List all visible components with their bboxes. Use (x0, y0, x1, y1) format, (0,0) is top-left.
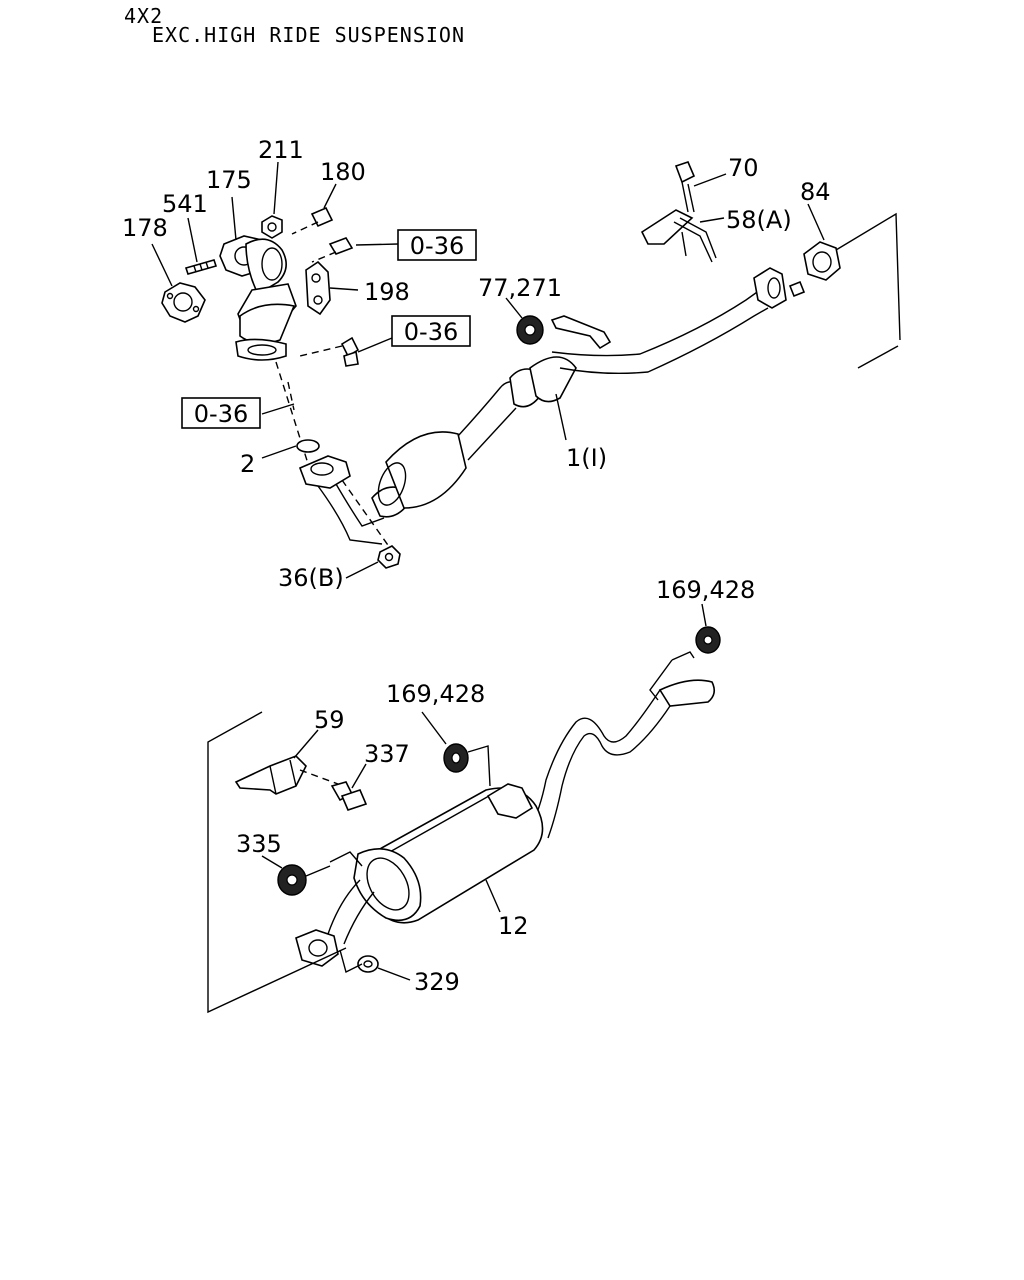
callout-70: 70 (728, 154, 759, 182)
rubber-mount-77-271[interactable] (516, 315, 544, 345)
reference-box-0-36-a-label: 0-36 (410, 232, 464, 260)
ring-gasket-2[interactable] (296, 439, 320, 453)
callout-337: 337 (364, 740, 410, 768)
reference-box-0-36-c[interactable]: 0-36 (181, 397, 261, 429)
callout-175: 175 (206, 166, 252, 194)
gasket-178[interactable] (161, 282, 206, 323)
reference-box-0-36-a[interactable]: 0-36 (397, 229, 477, 261)
callout-541: 541 (162, 190, 208, 218)
nut-211[interactable] (261, 215, 283, 239)
front-catalytic-converter[interactable] (219, 235, 297, 361)
tail-pipe[interactable] (529, 651, 716, 839)
reference-box-0-36-c-label: 0-36 (194, 400, 248, 428)
rubber-mount-335[interactable] (277, 864, 331, 896)
nut-36b[interactable] (377, 545, 401, 569)
callout-180: 180 (320, 158, 366, 186)
front-exhaust-pipe-1[interactable] (298, 267, 806, 545)
callout-198: 198 (364, 278, 410, 306)
callout-2: 2 (240, 450, 255, 478)
bolt-180[interactable] (291, 206, 334, 235)
rubber-mount-169-428-lower[interactable] (443, 743, 469, 773)
callout-84: 84 (800, 178, 831, 206)
gasket-84[interactable] (803, 241, 841, 281)
callout-169-428-top: 169,428 (656, 576, 755, 604)
header-line-1: 4X2 (124, 4, 164, 28)
reference-box-0-36-b[interactable]: 0-36 (391, 315, 471, 347)
hanger-bracket-58a[interactable] (640, 209, 717, 263)
callout-58a: 58(A) (726, 206, 792, 234)
bolt-ref-0-36[interactable] (299, 336, 360, 367)
heat-shield-bracket-198[interactable] (305, 237, 354, 316)
header-line-2: EXC.HIGH RIDE SUSPENSION (152, 23, 465, 47)
nut-329[interactable] (357, 955, 379, 973)
callout-12: 12 (498, 912, 529, 940)
callout-77-271: 77,271 (478, 274, 562, 302)
callout-329: 329 (414, 968, 460, 996)
callout-36b: 36(B) (278, 564, 344, 592)
callout-59: 59 (314, 706, 345, 734)
callout-335: 335 (236, 830, 282, 858)
callout-211: 211 (258, 136, 304, 164)
callout-169-428-mid: 169,428 (386, 680, 485, 708)
callout-178: 178 (122, 214, 168, 242)
rubber-mount-169-428-upper[interactable] (695, 626, 721, 654)
hanger-bracket-59[interactable] (234, 755, 339, 795)
reference-box-0-36-b-label: 0-36 (404, 318, 458, 346)
bolt-70[interactable] (674, 161, 696, 213)
muffler-12[interactable] (295, 783, 544, 967)
bolt-337[interactable] (330, 781, 368, 811)
callout-1: 1(I) (566, 444, 607, 472)
stud-541[interactable] (184, 259, 218, 275)
